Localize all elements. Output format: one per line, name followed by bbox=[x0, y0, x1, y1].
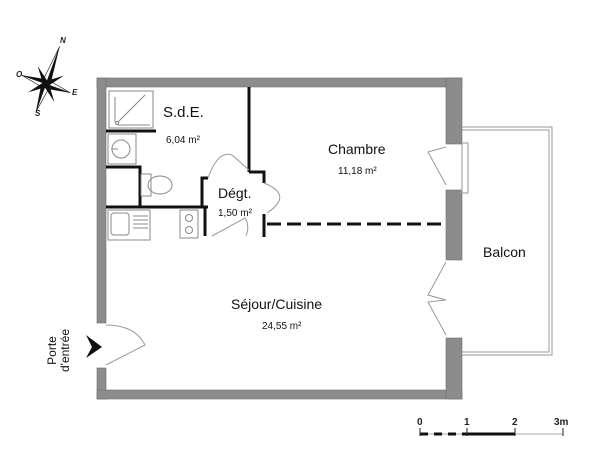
balcony-railing bbox=[461, 126, 553, 356]
room-area-sejour: 24,55 m² bbox=[262, 321, 302, 332]
scale-bar bbox=[419, 428, 564, 436]
kitchen-sink-icon bbox=[107, 209, 151, 241]
room-name-balcon: Balcon bbox=[483, 244, 526, 260]
partitions bbox=[106, 87, 446, 237]
outer-walls bbox=[96, 77, 463, 400]
scale-tick-1: 1 bbox=[464, 417, 470, 428]
compass-west-label: O bbox=[16, 70, 23, 79]
toilet-icon bbox=[140, 173, 173, 197]
washbasin-icon bbox=[107, 133, 137, 165]
compass-south-label: S bbox=[35, 109, 41, 118]
compass-north-label: N bbox=[60, 36, 66, 45]
scale-tick-2: 2 bbox=[512, 417, 518, 428]
doors bbox=[105, 146, 447, 366]
scale-tick-0: 0 bbox=[417, 417, 423, 428]
room-area-degt: 1,50 m² bbox=[218, 208, 252, 219]
room-name-chambre: Chambre bbox=[328, 141, 386, 157]
room-name-sde: S.d.E. bbox=[163, 104, 204, 121]
compass-rose-icon bbox=[21, 46, 71, 113]
room-area-sde: 6,04 m² bbox=[166, 135, 200, 146]
compass-east-label: E bbox=[72, 88, 78, 97]
entry-arrow-icon bbox=[86, 335, 102, 358]
room-name-sejour: Séjour/Cuisine bbox=[231, 296, 323, 312]
room-name-degt: Dégt. bbox=[218, 185, 252, 201]
cooktop-icon bbox=[179, 209, 199, 239]
entry-label-line2: d'entrée bbox=[58, 329, 72, 372]
room-area-chambre: 11,18 m² bbox=[338, 166, 377, 177]
scale-tick-3m: 3m bbox=[554, 417, 569, 428]
shower-icon bbox=[108, 90, 154, 129]
entry-label: Porte d'entrée bbox=[45, 329, 72, 372]
